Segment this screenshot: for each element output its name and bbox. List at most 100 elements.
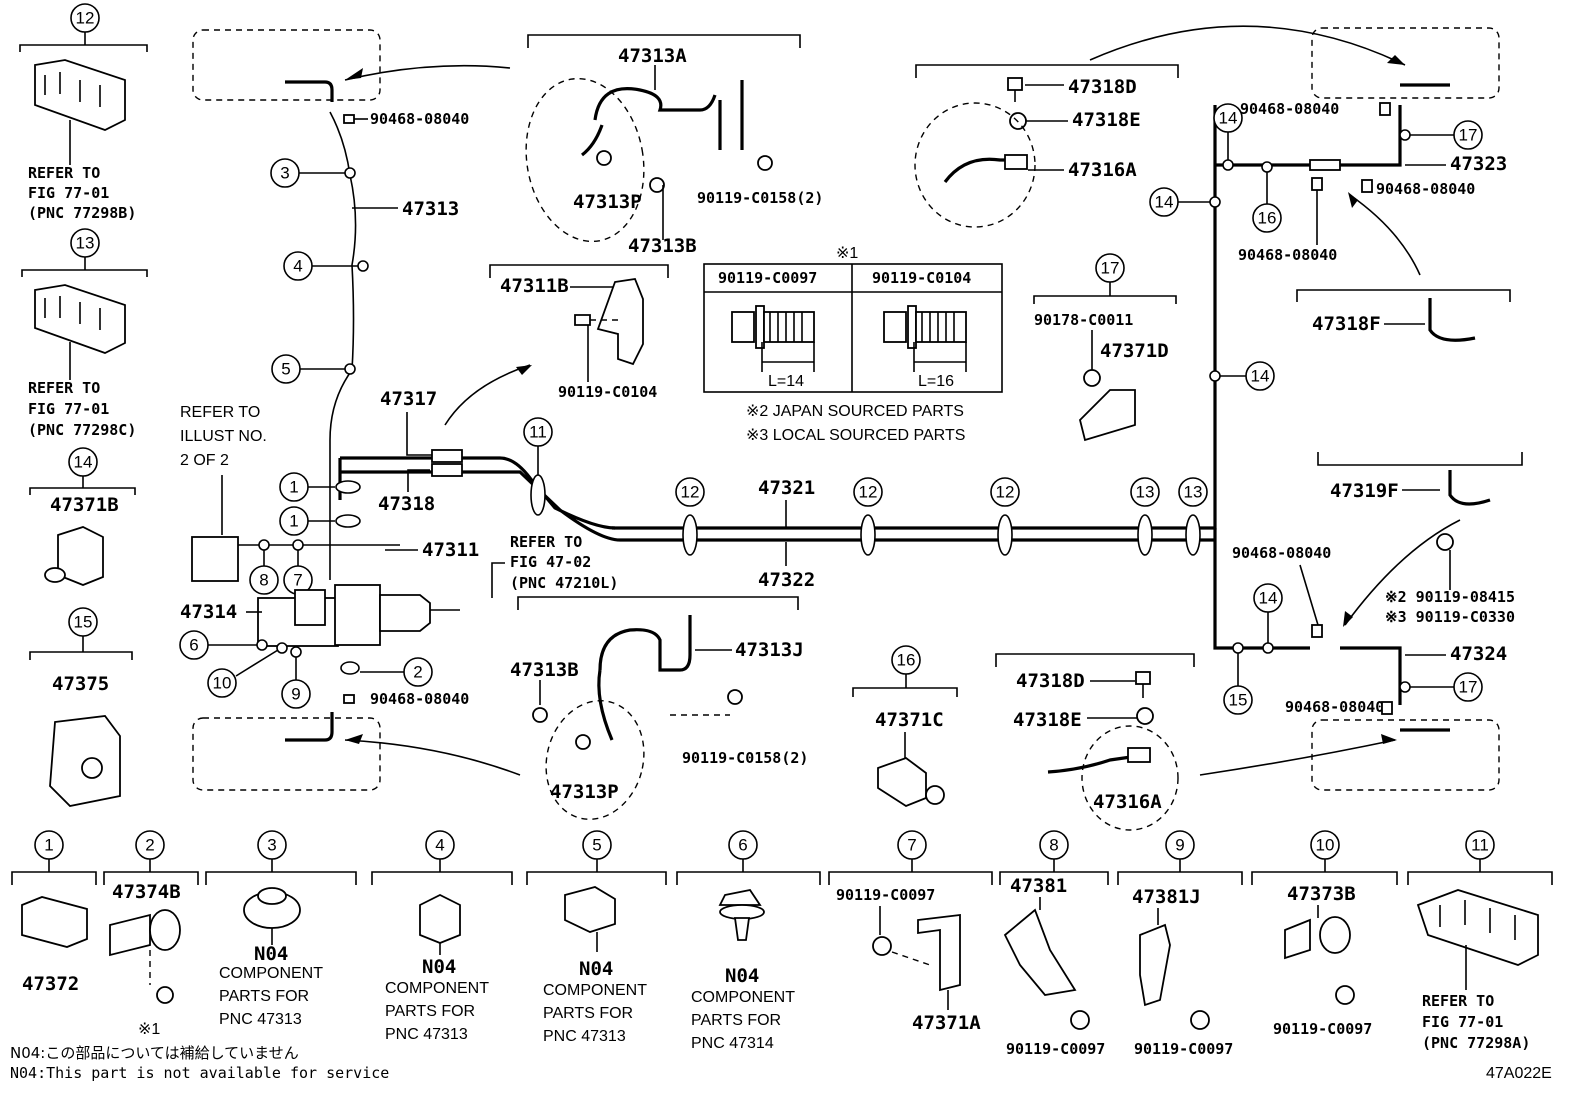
clip-r1-label: 90468-08040: [1240, 100, 1339, 118]
bottom-item-7: 7 90119-C0097 47371A: [828, 830, 993, 1034]
bottom-item-4: 4 N04 COMPONENT PARTS FOR PNC 47313: [371, 830, 513, 1043]
bottom-4-line3: PNC 47313: [385, 1026, 468, 1043]
callout-12-b: 12: [859, 483, 878, 502]
bracket-47311B-shape: [596, 278, 644, 366]
bottom-11-number: 11: [1471, 836, 1489, 855]
bottom-6-number: 6: [738, 836, 747, 855]
part-47316A-top-label: 47316A: [1068, 159, 1137, 181]
part-47318D-top-label: 47318D: [1068, 76, 1137, 98]
callout-17-r2: 17: [1459, 678, 1478, 697]
bottom-10-bolt: 90119-C0097: [1273, 1020, 1372, 1038]
bottom-9-bolt: 90119-C0097: [1134, 1040, 1233, 1058]
master-cylinder-body: [334, 584, 381, 646]
part-47324-label: 47324: [1450, 643, 1507, 665]
bottom-2-extra: ※1: [138, 1021, 160, 1038]
refer-fig-47-line3: (PNC 47210L): [510, 574, 618, 592]
bottom-1-number: 1: [44, 836, 53, 855]
bottom-5-number: 5: [592, 836, 601, 855]
bolt-90119-08415-label: ※2 90119-08415: [1385, 588, 1515, 606]
bottom-10-number: 10: [1316, 836, 1335, 855]
bottom-4-line2: PARTS FOR: [385, 1003, 475, 1020]
clamp-13-refer-line2: FIG 77-01: [28, 400, 109, 418]
callout-15-number: 15: [74, 613, 93, 632]
clamp-12-refer-line2: FIG 77-01: [28, 184, 109, 202]
note-japan-sourced: ※2 JAPAN SOURCED PARTS: [746, 403, 964, 420]
part-47313P-bot-label: 47313P: [550, 781, 619, 803]
refer-fig-47-line2: FIG 47-02: [510, 553, 591, 571]
bottom-5-line2: PARTS FOR: [543, 1005, 633, 1022]
callout-14-r1: 14: [1219, 109, 1238, 128]
bolt-table: [703, 263, 1003, 393]
clamp-12-refer-line1: REFER TO: [28, 164, 100, 182]
callout-3-top: 3: [280, 164, 289, 183]
part-47317-label: 47317: [380, 388, 437, 410]
bottom-item-1: 1 47372: [11, 830, 97, 995]
bottom-3-line1: COMPONENT: [219, 965, 323, 982]
callout-13-a: 13: [1136, 483, 1155, 502]
refer-illust-line1: REFER TO: [180, 404, 260, 421]
bottom-item-9: 9 47381J 90119-C0097: [1117, 830, 1243, 1058]
callout-6: 6: [189, 636, 198, 655]
footer-note-jp: N04:この部品については補給していません: [10, 1044, 299, 1062]
bottom-7-number: 7: [907, 836, 916, 855]
bottom-8-part: 47381: [1010, 875, 1067, 897]
bottom-9-part: 47381J: [1132, 886, 1201, 908]
part-47319F-label: 47319F: [1330, 480, 1399, 502]
callout-9: 9: [291, 685, 300, 704]
clamp-13-refer-line3: (PNC 77298C): [28, 421, 136, 439]
bottom-left-detail-box: [192, 717, 381, 791]
clip-r5-label: 90468-08040: [1285, 698, 1384, 716]
bottom-6-line1: COMPONENT: [691, 989, 795, 1006]
bottom-item-10: 10 47373B 90119-C0097: [1251, 830, 1398, 1038]
clip-r2-label: 90468-08040: [1376, 180, 1475, 198]
footer-note-en: N04:This part is not available for servi…: [10, 1064, 389, 1082]
clip-r3-label: 90468-08040: [1238, 246, 1337, 264]
callout-7: 7: [293, 571, 302, 590]
bottom-2-number: 2: [145, 836, 154, 855]
bottom-7-bolt: 90119-C0097: [836, 886, 935, 904]
clip-47371C-shape: [877, 756, 927, 808]
callout-13-left-group: 13 REFER TO FIG 77-01 (PNC 77298C): [21, 228, 148, 439]
part-47313P-top-label: 47313P: [573, 191, 642, 213]
clamp-12-refer-line3: (PNC 77298B): [28, 204, 136, 222]
refer-illust-box: [191, 536, 239, 582]
clip-top-left-label: 90468-08040: [370, 110, 469, 128]
part-47313A-label: 47313A: [618, 45, 687, 67]
callout-12-left-group: 12 REFER TO FIG 77-01 (PNC 77298B): [19, 3, 148, 222]
bottom-10-part: 47373B: [1287, 883, 1356, 905]
callout-4-top: 4: [293, 257, 302, 276]
callout-14-number: 14: [74, 453, 93, 472]
bottom-5-code: N04: [579, 958, 613, 980]
bottom-right-detail-box: [1311, 719, 1500, 791]
part-47311B-label: 47311B: [500, 275, 569, 297]
bottom-5-line3: PNC 47313: [543, 1028, 626, 1045]
bottom-3-number: 3: [267, 836, 276, 855]
bottom-3-line2: PARTS FOR: [219, 988, 309, 1005]
bolt-90119-C0158-bot-label: 90119-C0158(2): [682, 749, 808, 767]
callout-14-r2: 14: [1155, 193, 1174, 212]
part-47316A-bot-label: 47316A: [1093, 791, 1162, 813]
note-local-sourced: ※3 LOCAL SOURCED PARTS: [746, 427, 965, 444]
callout-14-r3: 14: [1251, 367, 1270, 386]
part-47318F-label: 47318F: [1312, 313, 1381, 335]
part-47323-label: 47323: [1450, 153, 1507, 175]
callout-17-r1: 17: [1459, 126, 1478, 145]
part-47313B-top-label: 47313B: [628, 235, 697, 257]
part-47322-label: 47322: [758, 569, 815, 591]
callout-12-c: 12: [996, 483, 1015, 502]
bottom-item-8: 8 47381 90119-C0097: [999, 830, 1109, 1058]
bottom-11-refer2: FIG 77-01: [1422, 1013, 1503, 1031]
clip-r4-label: 90468-08040: [1232, 544, 1331, 562]
callout-14-r4: 14: [1259, 589, 1278, 608]
callout-10: 10: [213, 674, 232, 693]
bottom-11-refer1: REFER TO: [1422, 992, 1494, 1010]
grommet-14-part: 47371B: [50, 494, 119, 516]
bottom-6-line2: PARTS FOR: [691, 1012, 781, 1029]
bolt-table-marker: ※1: [836, 245, 858, 262]
part-47318-label: 47318: [378, 493, 435, 515]
bottom-item-2: 2 47374B ※1: [103, 830, 199, 1038]
part-47371C-label: 47371C: [875, 709, 944, 731]
callout-17-group: 17: [1101, 259, 1120, 278]
bottom-5-line1: COMPONENT: [543, 982, 647, 999]
